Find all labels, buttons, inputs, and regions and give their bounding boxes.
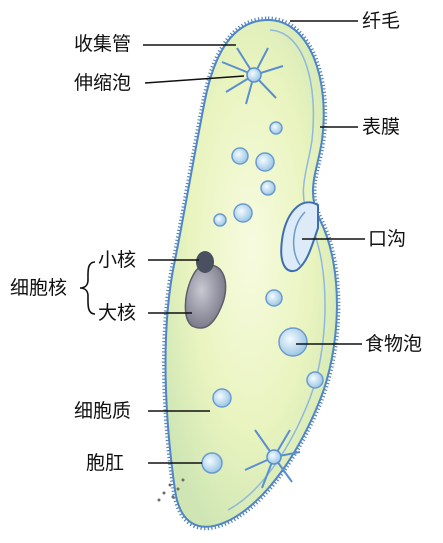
label-pellicle: 表膜 — [362, 116, 400, 138]
label-cytoplasm: 细胞质 — [74, 400, 131, 422]
label-contractile-vacuole: 伸缩泡 — [74, 72, 131, 94]
label-micronucleus: 小核 — [98, 249, 136, 271]
contractile-vacuole-center — [247, 68, 261, 82]
label-oral-groove: 口沟 — [368, 228, 406, 250]
label-food-vacuole: 食物泡 — [365, 333, 422, 355]
cell-body — [166, 20, 337, 527]
label-macronucleus: 大核 — [98, 302, 136, 324]
label-collecting-canal: 收集管 — [74, 33, 131, 55]
label-nucleus: 细胞核 — [10, 277, 67, 299]
label-cilia: 纤毛 — [362, 10, 400, 32]
label-anal-pore: 胞肛 — [86, 452, 124, 474]
nucleus-brace — [80, 262, 95, 314]
micronucleus — [196, 251, 214, 273]
